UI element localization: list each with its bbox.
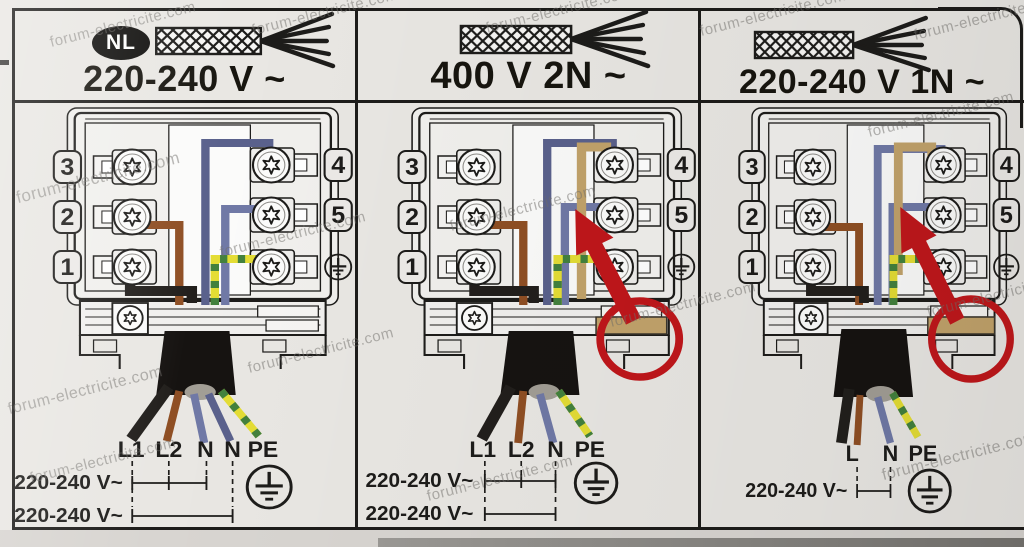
nl-country-badge: NL xyxy=(92,26,150,60)
svg-text:5: 5 xyxy=(331,202,345,228)
panel-title: 220-240 V ~ xyxy=(83,58,286,99)
svg-text:L2: L2 xyxy=(508,437,535,462)
svg-text:1: 1 xyxy=(405,254,419,280)
earth-symbol xyxy=(245,464,293,510)
wire-labels: L1 L2 N PE xyxy=(469,437,605,462)
panel-divider-1 xyxy=(355,8,358,529)
terminal-screws xyxy=(794,146,962,286)
svg-text:220-240 V~: 220-240 V~ xyxy=(365,503,473,525)
voltage-annotations: 220-240 V~ 220-240 V~ xyxy=(365,461,557,525)
panel-title: 400 V 2N ~ xyxy=(430,55,627,97)
svg-text:4: 4 xyxy=(1000,152,1014,179)
voltage-annotations: 220-240 V~ xyxy=(745,467,892,502)
panel-header: 220-240 V 1N ~ xyxy=(700,8,1024,101)
svg-text:5: 5 xyxy=(1000,202,1013,229)
svg-text:L: L xyxy=(846,441,859,466)
svg-text:220-240 V~: 220-240 V~ xyxy=(14,471,123,493)
cable-icon xyxy=(155,11,336,69)
svg-text:220-240 V~: 220-240 V~ xyxy=(365,470,473,492)
sheet-left-border xyxy=(12,8,15,529)
photo-artifact-mark xyxy=(0,60,9,65)
bridge-highlight xyxy=(575,209,684,381)
svg-text:N: N xyxy=(547,437,564,462)
panel-divider-2 xyxy=(698,8,701,529)
svg-text:N: N xyxy=(224,437,241,461)
svg-text:2: 2 xyxy=(60,204,74,230)
svg-text:N: N xyxy=(883,441,899,466)
svg-text:L1: L1 xyxy=(469,437,496,462)
svg-text:220-240 V~: 220-240 V~ xyxy=(14,504,123,526)
panel-title: 220-240 V 1N ~ xyxy=(738,63,986,101)
photo-edge-shadow xyxy=(378,538,1024,547)
svg-text:L2: L2 xyxy=(155,437,182,461)
earth-terminal-icon xyxy=(324,253,353,281)
svg-text:2: 2 xyxy=(405,204,419,230)
terminal-screws xyxy=(112,146,291,286)
earth-symbol xyxy=(907,468,952,514)
svg-text:PE: PE xyxy=(248,437,279,461)
cable-icon xyxy=(753,15,931,73)
svg-text:3: 3 xyxy=(60,154,74,180)
cable-icon xyxy=(459,9,651,69)
terminal-wiring-diagram: 3 2 1 4 5L1 L2 N PE 220-240 V~ 220-240 V~ xyxy=(365,107,696,525)
svg-text:220-240 V~: 220-240 V~ xyxy=(745,480,847,502)
sheet-rounded-corner xyxy=(938,7,1023,128)
bridge-highlight xyxy=(900,207,1014,383)
svg-text:4: 4 xyxy=(331,152,345,178)
svg-text:5: 5 xyxy=(674,202,688,228)
svg-text:4: 4 xyxy=(674,152,688,178)
earth-terminal-icon xyxy=(993,253,1020,281)
supply-cable xyxy=(476,331,594,444)
red-circle-highlight xyxy=(928,295,1014,383)
supply-cable xyxy=(833,329,922,446)
svg-text:L1: L1 xyxy=(118,437,145,461)
svg-text:PE: PE xyxy=(908,441,937,466)
svg-text:1: 1 xyxy=(60,254,74,280)
earth-symbol xyxy=(573,461,619,505)
red-circle-highlight xyxy=(596,297,684,381)
panel-header: NL 220-240 V ~ xyxy=(12,8,357,100)
red-arrow xyxy=(575,209,641,325)
svg-text:1: 1 xyxy=(745,254,758,281)
sheet-top-border xyxy=(12,8,1000,11)
svg-text:3: 3 xyxy=(405,154,419,180)
nl-badge-label: NL xyxy=(106,31,136,54)
svg-text:PE: PE xyxy=(575,437,606,462)
terminal-screws xyxy=(457,146,634,286)
supply-cable xyxy=(126,331,262,444)
svg-text:2: 2 xyxy=(745,204,758,231)
svg-text:N: N xyxy=(197,437,214,461)
header-divider-line xyxy=(12,100,1024,103)
red-arrow xyxy=(900,207,965,325)
svg-text:3: 3 xyxy=(745,154,758,181)
panel-header: 400 V 2N ~ xyxy=(357,8,700,100)
voltage-annotations: 220-240 V~ 220-240 V~ xyxy=(14,461,234,527)
earth-terminal-icon xyxy=(667,253,696,281)
sheet-bottom-border xyxy=(12,527,1024,530)
